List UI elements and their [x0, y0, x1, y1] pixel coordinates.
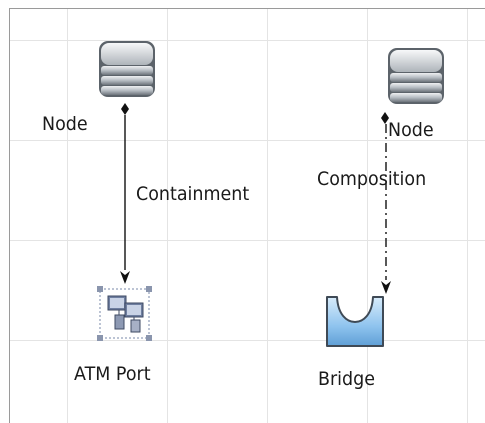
edge-containment[interactable] [120, 103, 130, 284]
bridge-icon [326, 296, 384, 347]
composition-label: Composition [317, 168, 427, 190]
bridge-label: Bridge [318, 368, 375, 390]
node-label: Node [42, 113, 88, 135]
diamond-source-marker [121, 103, 129, 115]
arrowhead-marker [120, 271, 130, 284]
diamond-source-marker [381, 112, 389, 124]
server-stack-icon [388, 48, 444, 104]
node-label: Node [388, 119, 434, 141]
edge-composition[interactable] [381, 112, 391, 294]
server-stack-icon [99, 41, 155, 97]
canvas-frame [9, 8, 485, 423]
atm-port-label: ATM Port [74, 363, 151, 385]
atm-port-icon [97, 286, 152, 341]
containment-label: Containment [136, 183, 250, 205]
arrowhead-marker [381, 281, 391, 294]
